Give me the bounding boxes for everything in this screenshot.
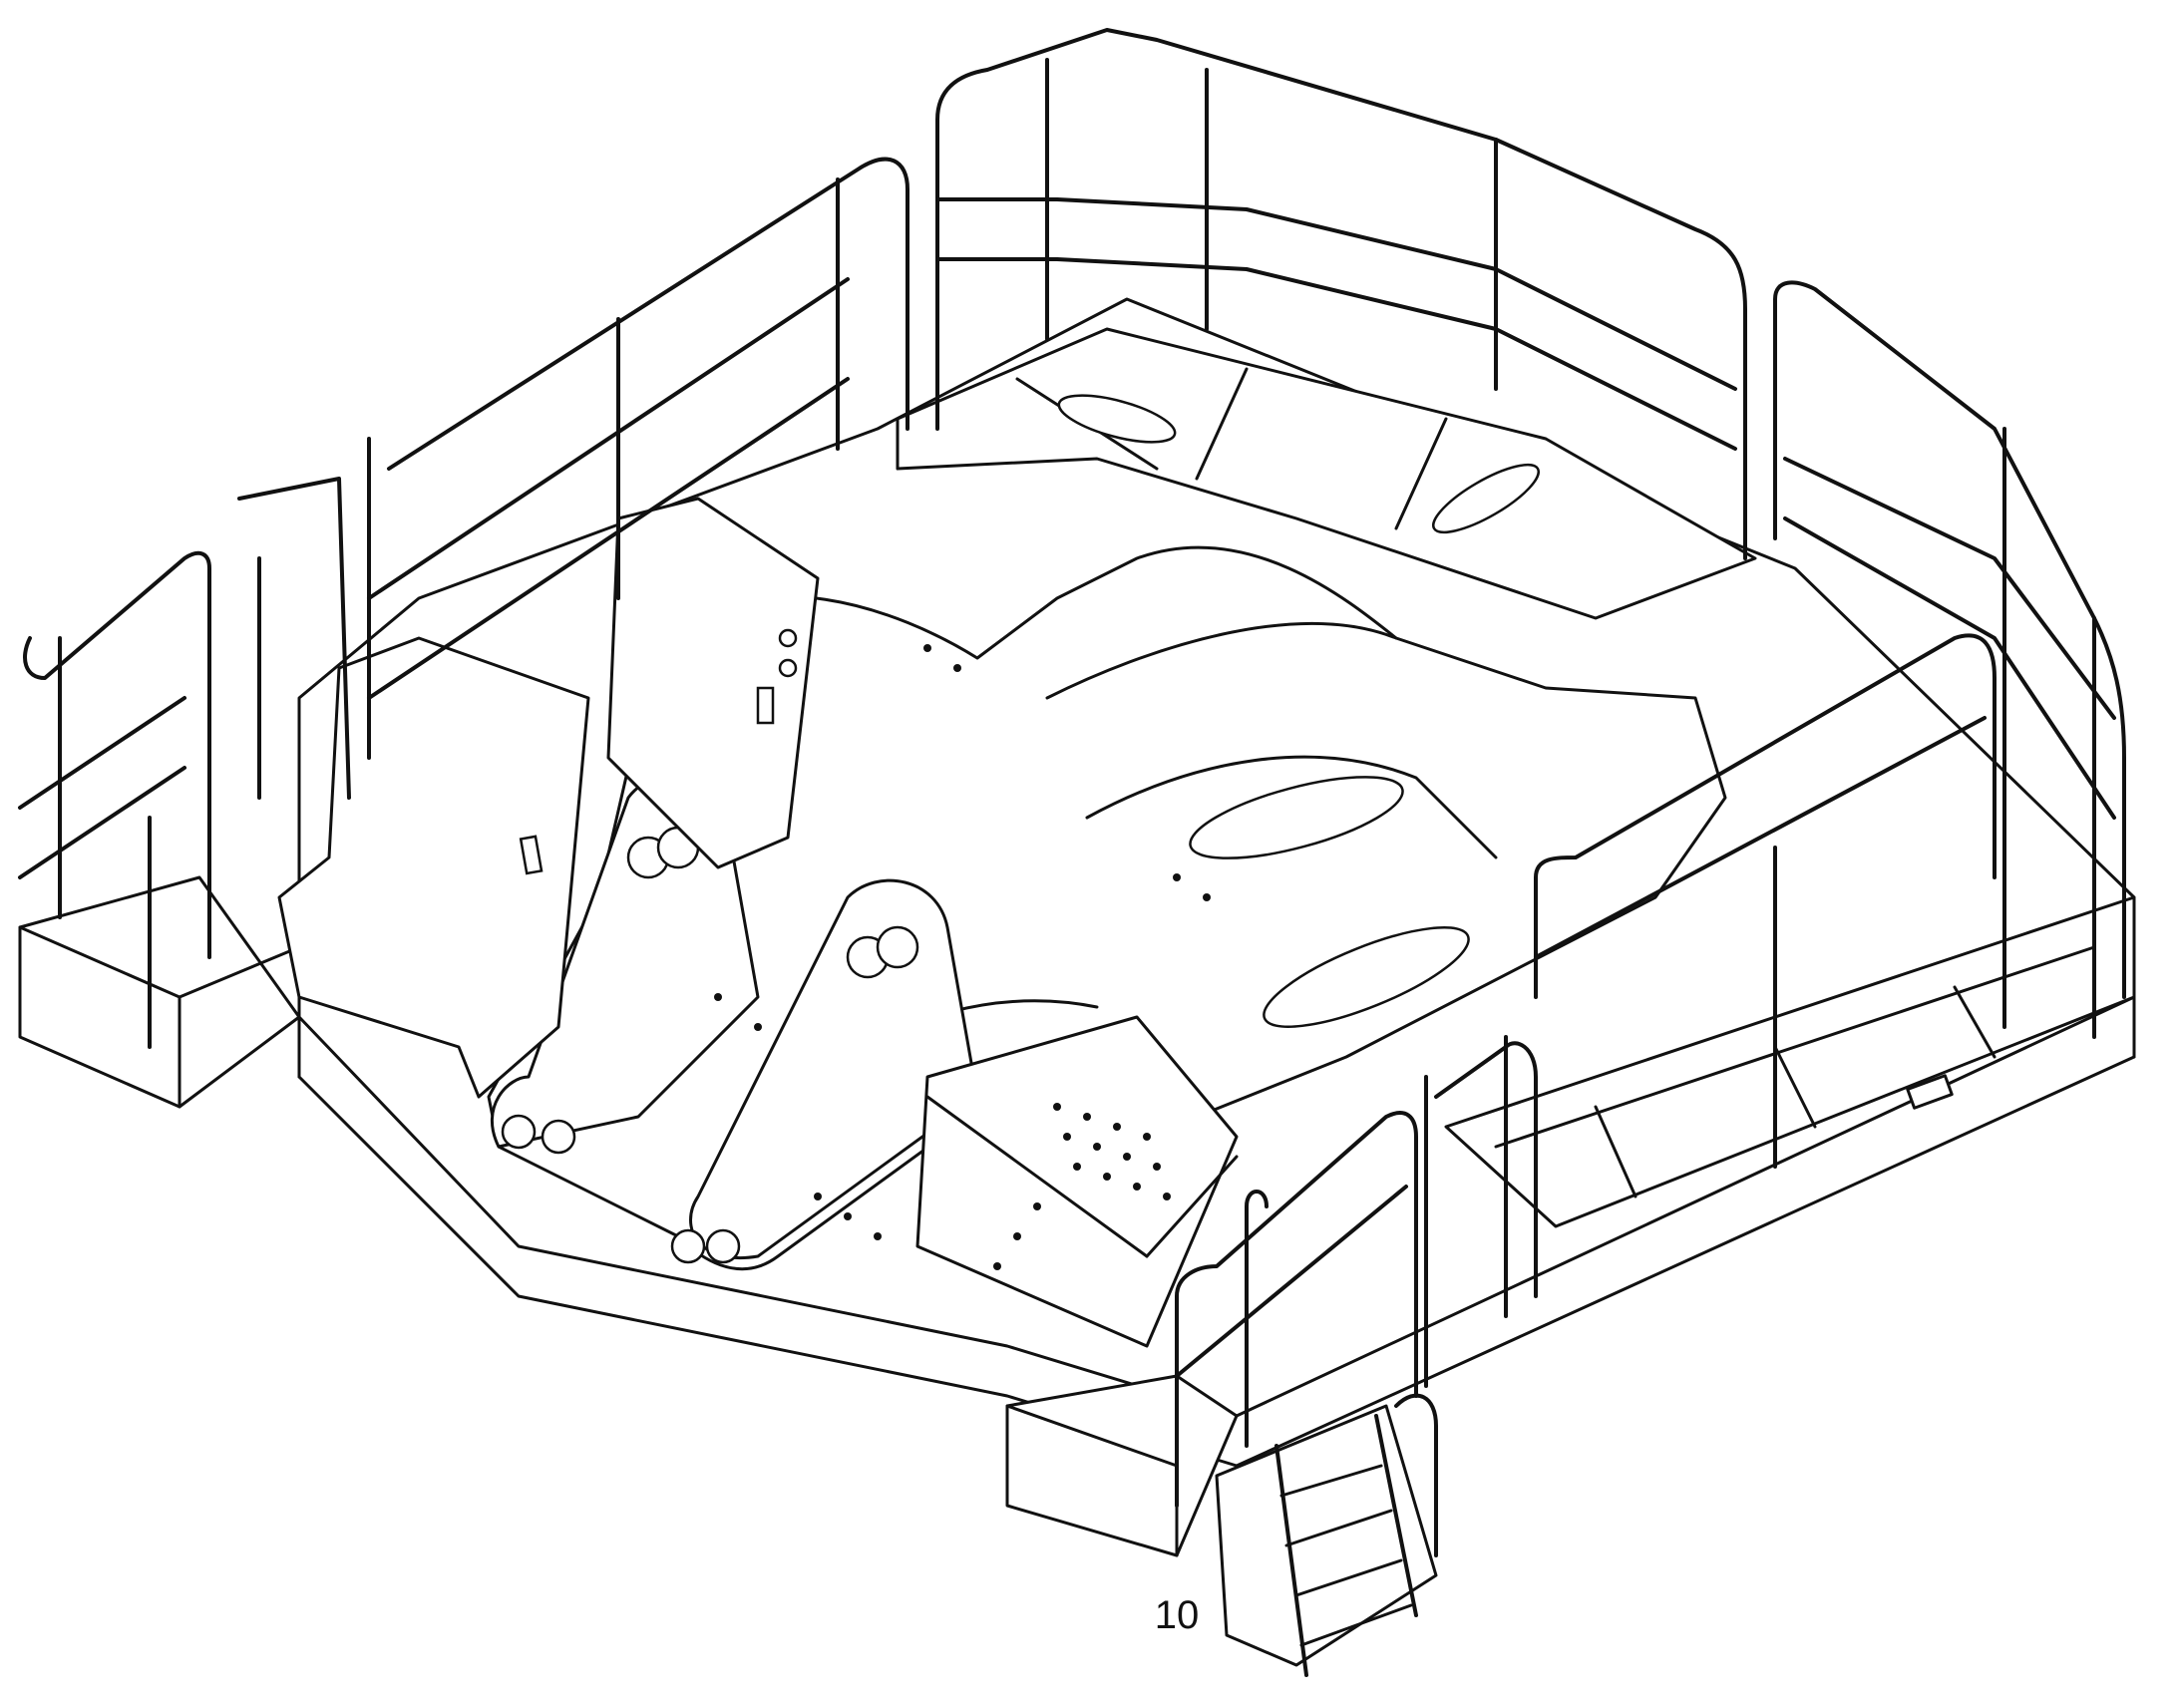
guard-rail-back [935, 28, 1747, 560]
left-walkway [18, 875, 301, 1109]
front-step-box [1005, 1374, 1239, 1557]
upper-deck [896, 327, 1757, 620]
figure-number: 10 [1154, 1593, 1200, 1637]
access-ladder [1215, 1393, 1438, 1677]
guard-rail-left [18, 157, 909, 1049]
side-panels [277, 497, 820, 1099]
bolt-pattern [714, 644, 1211, 1270]
right-walkway [1444, 895, 2136, 1228]
guard-rail-right [1534, 280, 2126, 1169]
guard-rail-front [1175, 1035, 1538, 1508]
